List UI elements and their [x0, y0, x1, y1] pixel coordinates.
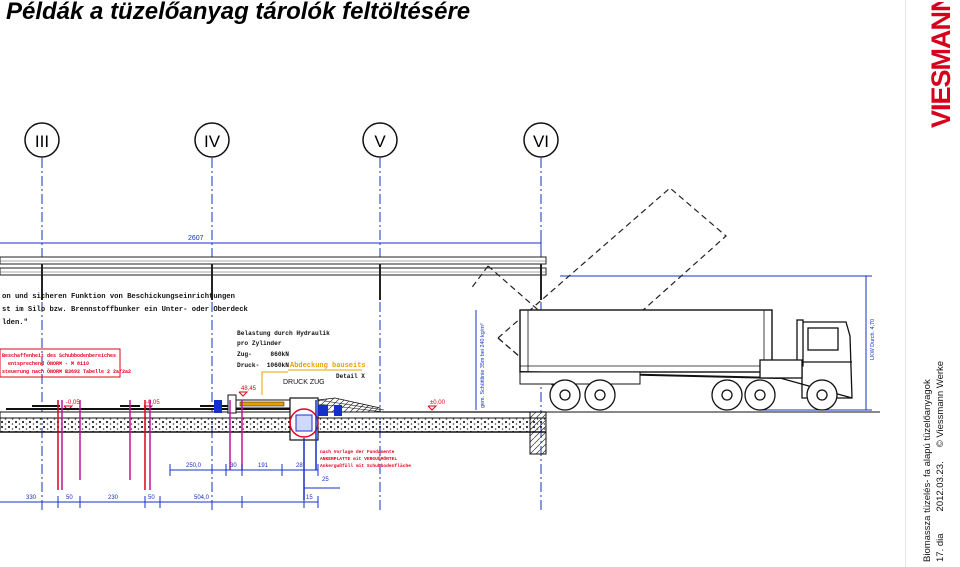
dimension-chain-upper	[169, 464, 319, 476]
hydraulic-note-4: Druck- 1060kN	[237, 362, 289, 369]
hydraulic-note-2: pro Zylinder	[237, 340, 282, 347]
slide-title: Példák a tüzelőanyag tárolók feltöltésér…	[6, 0, 471, 25]
vertical-note-2: LKW Durch. 4,70	[870, 319, 876, 360]
axis-marker-VI: VI	[523, 122, 559, 158]
foundation-note-1: nach Vorlage der Fundamente	[320, 449, 395, 455]
axis-marker-IV: IV	[194, 122, 230, 158]
foundation-note-3: Ankergußfüll mit Schubbodenfläche	[320, 463, 411, 469]
cover-note: Abdeckung bauseits	[290, 362, 366, 370]
footer-vertical-text: Biomassza tüzelés- fa alapú tüzelőanyago…	[921, 361, 947, 562]
detail-label: Detail X	[336, 373, 365, 380]
viessmann-logo-text: VIESMANN	[926, 2, 956, 128]
viessmann-logo: VIESMANN	[926, 2, 956, 128]
loading-ramp	[317, 397, 385, 413]
note-line-2: st im Silo bzw. Brennstoffbunker ein Unt…	[2, 306, 249, 314]
section-markers	[57, 400, 317, 500]
red-note-box: Beschaffenheit des Schubbodenbereiches e…	[0, 348, 131, 378]
brand-sidebar: VIESMANN	[905, 0, 960, 567]
hydraulic-note-3: Zug- 860kN	[237, 351, 289, 358]
level-marker-5: 48,45	[241, 386, 257, 392]
axis-label-III: III	[35, 132, 49, 151]
footer-slide-number: 17. dia	[935, 533, 946, 562]
dimension-b5: 504,0	[194, 495, 210, 501]
floor-slab	[0, 411, 547, 455]
druck-zug-label: DRUCK ZUG	[283, 379, 325, 386]
foundation-blocks	[214, 400, 342, 416]
dimension-b6: 15	[306, 495, 313, 501]
truck-cab	[759, 319, 853, 399]
axis-marker-V: V	[362, 122, 398, 158]
vertical-note-1: gem. Schüttlinie 35m bei 240 kg/m³	[480, 323, 486, 408]
footer-date: 2012.03.23.	[935, 461, 946, 512]
axis-label-VI: VI	[533, 132, 549, 151]
top-dimension-value: 2607	[188, 235, 204, 242]
level-marker-4: ±0,00	[430, 400, 446, 406]
axis-marker-III: III	[24, 122, 60, 158]
technical-drawing: III IV V VI 2607 on und sicheren Funktio…	[0, 122, 880, 510]
dimension-b3: 230	[108, 495, 119, 501]
red-note-1: Beschaffenheit des Schubbodenbereiches	[2, 353, 116, 359]
hydraulic-cylinder	[227, 394, 293, 414]
hydraulic-note-1: Belastung durch Hydraulik	[237, 330, 330, 337]
dimension-d3: 191	[258, 463, 269, 469]
hydraulic-pit	[289, 397, 319, 441]
note-line-1: on und sicheren Funktion von Beschickung…	[2, 293, 235, 301]
foundation-note-2: ANKERPLATTE mit VERGUßMÖRTEL	[320, 455, 397, 462]
dimension-b7: 25	[322, 477, 329, 483]
red-note-3: steuerung nach ÖNORM B3692 Tabelle 2 2a/…	[2, 368, 131, 375]
level-marker-2: -0,05	[146, 400, 160, 406]
dimension-d2: 30	[230, 463, 237, 469]
axis-label-IV: IV	[204, 132, 221, 151]
dimension-chain-lower	[0, 487, 340, 508]
level-marker-1: -0,05	[66, 400, 80, 406]
dimension-b1: 330	[26, 495, 37, 501]
dimension-d1: 250,0	[186, 463, 202, 469]
red-note-2: entsprechend ÖNORM - M 8110	[8, 360, 89, 367]
dimension-b2: 50	[66, 495, 73, 501]
footer-line-2: 17. dia 2012.03.23. © Viessmann Werke	[934, 361, 947, 562]
footer-copyright: © Viessmann Werke	[935, 360, 946, 448]
footer-line-1: Biomassza tüzelés- fa alapú tüzelőanyago…	[922, 379, 933, 562]
trailer-container	[519, 309, 781, 385]
dimension-b4: 50	[148, 495, 155, 501]
dimension-d4: 28	[296, 463, 303, 469]
top-dimension	[0, 236, 542, 250]
truck-wheels	[549, 379, 838, 411]
axis-label-V: V	[374, 132, 386, 151]
note-line-3: lden."	[2, 319, 28, 327]
roof-beam	[0, 256, 547, 300]
